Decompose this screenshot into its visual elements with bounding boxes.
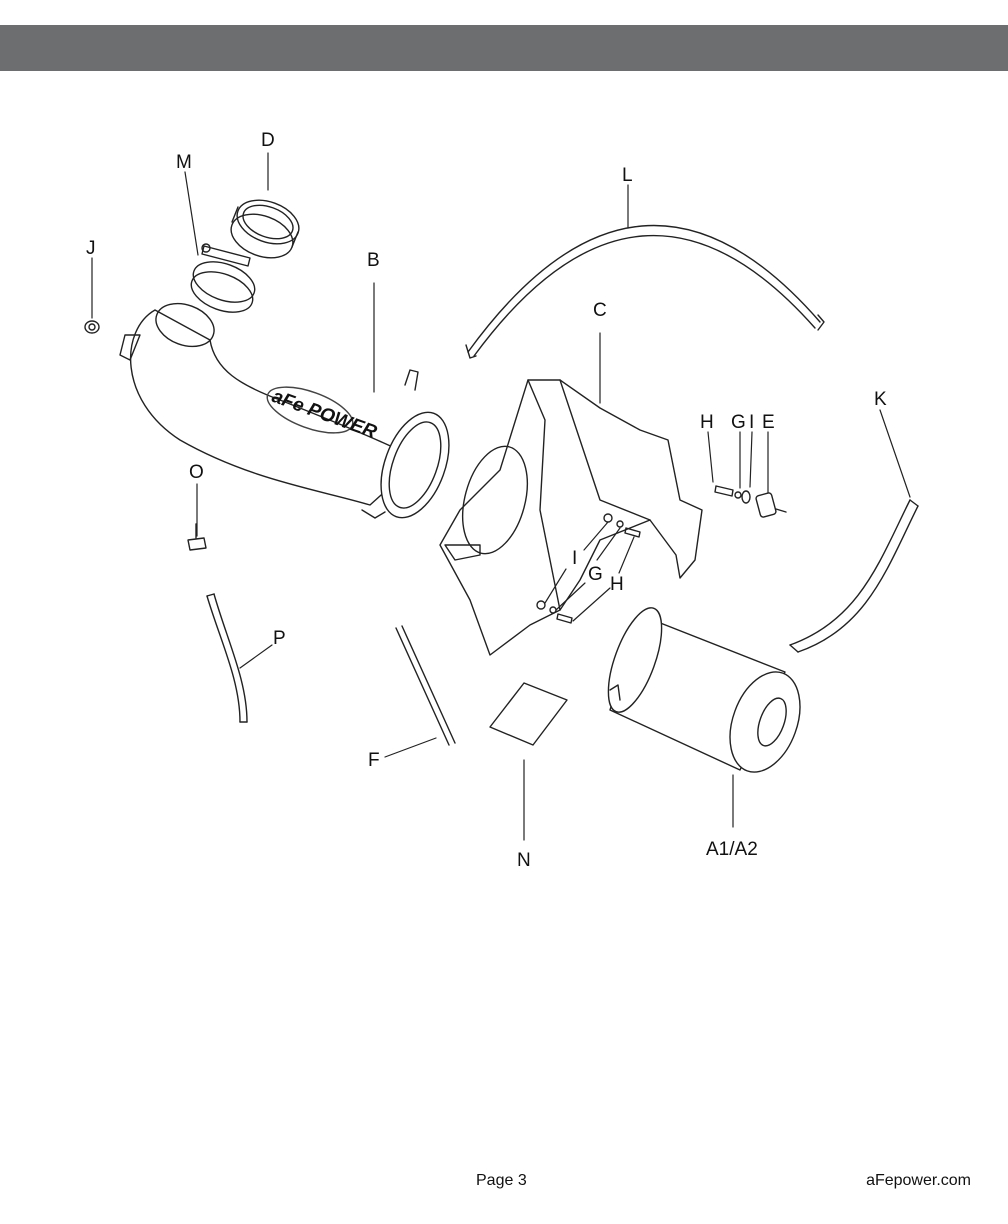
label-e: E — [762, 412, 775, 433]
label-l: L — [622, 165, 633, 186]
part-f-rod — [395, 625, 456, 746]
part-n-pad — [489, 682, 568, 746]
label-h-bottom: H — [610, 574, 624, 595]
label-i-top: I — [749, 412, 754, 433]
part-j-plug — [84, 320, 100, 334]
part-d-coupler — [230, 199, 300, 259]
label-o: O — [189, 462, 204, 483]
website-link[interactable]: aFepower.com — [866, 1172, 971, 1189]
part-l-seal-strip — [465, 224, 825, 359]
label-p: P — [273, 628, 286, 649]
label-i-bottom: I — [572, 548, 577, 569]
page-number: Page 3 — [476, 1172, 527, 1189]
part-b-intake-tube — [119, 302, 450, 519]
afe-logo — [266, 386, 354, 434]
label-b: B — [367, 250, 380, 271]
label-k: K — [874, 389, 887, 410]
part-c-heat-shield — [439, 379, 703, 656]
label-f: F — [368, 750, 380, 771]
label-n: N — [517, 850, 531, 871]
part-o-fitting — [187, 523, 207, 551]
label-m: M — [176, 152, 192, 173]
part-k-strip — [789, 499, 919, 653]
label-g-bottom: G — [588, 564, 603, 585]
part-m-clamp — [190, 243, 256, 313]
label-c: C — [593, 300, 607, 321]
label-j: J — [86, 238, 96, 259]
leader-lines — [91, 152, 911, 841]
label-h-top: H — [700, 412, 714, 433]
part-a-air-filter — [607, 607, 801, 773]
part-p-hose — [206, 593, 248, 723]
header-bar — [0, 25, 1008, 71]
label-a1-a2: A1/A2 — [706, 839, 758, 860]
label-g-top: G — [731, 412, 746, 433]
label-d: D — [261, 130, 275, 151]
part-hardware-top — [714, 485, 787, 518]
